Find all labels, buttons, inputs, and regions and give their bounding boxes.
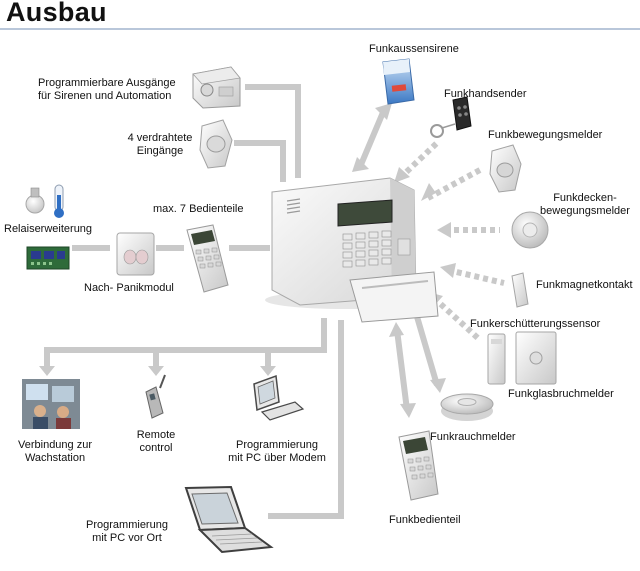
label-pc-vor-ort: Programmierung mit PC vor Ort <box>86 519 168 544</box>
wireless-link-bewegung <box>426 167 482 201</box>
wireless-link-magnet <box>447 267 505 286</box>
label-funkrauchmelder: Funkrauchmelder <box>430 431 516 443</box>
laptop-icon <box>184 485 274 554</box>
arrowhead-siren-out <box>375 103 392 120</box>
arrowhead-handsender-in <box>394 167 410 183</box>
label-funkmagnetkontakt: Funkmagnetkontakt <box>536 279 633 291</box>
desktop-pc-icon <box>253 374 305 421</box>
wired-arrowheads <box>39 366 276 376</box>
keypad-icon <box>186 224 229 293</box>
wireless-link-handsender <box>397 139 441 181</box>
thermometer-icon <box>54 184 64 218</box>
arrowhead-modem <box>260 366 276 376</box>
label-funkbewegungsmelder: Funkbewegungsmelder <box>488 129 603 141</box>
wired-link-outputs <box>245 84 301 178</box>
wireless-keypad-icon <box>398 430 439 501</box>
arrowhead-bedienteil-out <box>400 403 416 418</box>
label-funkglasbruchmelder: Funkglasbruchmelder <box>508 388 614 400</box>
key-fob-icon <box>430 96 472 138</box>
panic-module-icon <box>116 232 155 276</box>
wireless-link-bedienteil <box>394 329 410 411</box>
alarm-control-panel-icon <box>265 177 439 323</box>
label-funkbedienteil: Funkbedienteil <box>389 514 461 526</box>
wireless-link-siren <box>357 108 387 169</box>
label-funkdeckenbewegungsmelder: Funkdecken- bewegungsmelder <box>540 192 630 217</box>
arrowhead-remote <box>148 366 164 376</box>
label-funkhandsender: Funkhandsender <box>444 88 527 100</box>
label-programmierbare-ausgaenge: Programmierbare Ausgänge für Sirenen und… <box>38 77 176 102</box>
output-module-icon <box>192 66 241 109</box>
magnetic-contact-icon <box>511 272 529 308</box>
arrowhead-wachstation <box>39 366 55 376</box>
ceiling-motion-sensor-icon <box>511 211 549 249</box>
mobile-phone-icon <box>145 374 166 419</box>
arrowhead-bedienteil-in <box>389 322 404 337</box>
wireless-link-erschuetterung <box>431 295 483 343</box>
title-underline <box>0 28 640 30</box>
arrowhead-rauch-out <box>430 378 446 393</box>
wired-connectors <box>44 84 344 519</box>
wired-link-laptop <box>268 320 344 519</box>
outdoor-siren-icon <box>382 58 415 105</box>
arrowhead-magnet-in <box>440 263 456 278</box>
monitoring-station-icon <box>22 379 80 429</box>
label-funkaussensirene: Funkaussensirene <box>369 43 459 55</box>
vibration-sensor-icon <box>487 333 506 385</box>
page-title: Ausbau <box>6 0 107 27</box>
wired-link-inputs <box>234 140 286 182</box>
label-funkerschuetterungssensor: Funkerschütterungssensor <box>470 318 601 330</box>
label-panikmodul: Nach- Panikmodul <box>84 282 174 294</box>
label-relaiserweiterung: Relaiserweiterung <box>4 223 93 235</box>
label-verdrahtete-eingaenge: 4 verdrahtete Eingänge <box>127 132 193 157</box>
keypad-buttons <box>342 230 392 268</box>
pir-motion-sensor-icon <box>489 144 522 193</box>
wired-link-bottom <box>44 318 327 368</box>
arrowhead-bewegung-in <box>421 183 436 201</box>
relay-board-icon <box>26 246 70 270</box>
arrowhead-siren-in <box>352 157 369 172</box>
label-pc-modem: Programmierung mit PC über Modem <box>228 439 326 464</box>
wired-motion-sensor-icon <box>199 119 233 169</box>
arrowhead-decken-in <box>437 222 451 238</box>
label-wachstation: Verbindung zur Wachstation <box>18 439 92 464</box>
glass-break-detector-icon <box>515 331 557 385</box>
label-remote-control: Remote control <box>136 429 176 454</box>
light-bulb-icon <box>25 187 45 214</box>
label-bedienteile: max. 7 Bedienteile <box>153 203 244 215</box>
smoke-detector-icon <box>440 393 494 421</box>
